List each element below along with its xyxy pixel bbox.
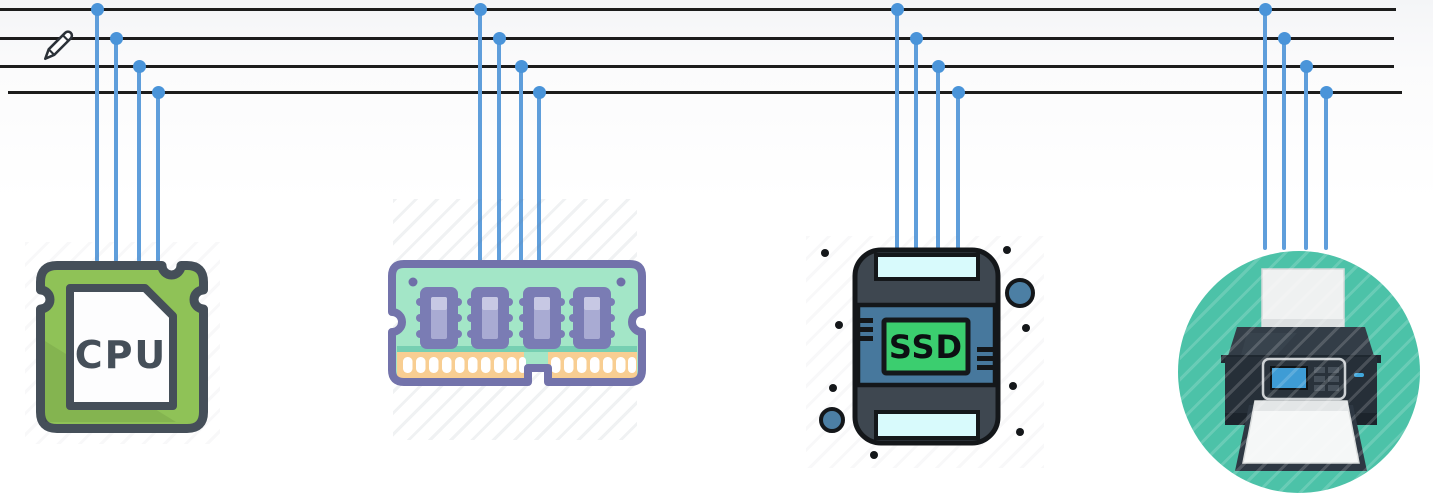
bus-junction-dot [90, 3, 104, 16]
bus-junction-dot [109, 32, 123, 45]
bus-connector-ssd-3 [936, 65, 940, 253]
bus-connector-printer-1 [1263, 8, 1267, 250]
ssd-label-plate [881, 317, 971, 376]
bus-junction-dot [951, 86, 965, 99]
bus-junction-dot [473, 3, 487, 16]
pencil-icon[interactable] [40, 28, 76, 64]
bus-line-4 [8, 91, 1402, 94]
bus-junction-dot [1299, 60, 1313, 73]
bus-junction-dot [514, 60, 528, 73]
bus-junction-dot [931, 60, 945, 73]
printer-screen [1270, 366, 1308, 390]
bus-connector-cpu-2 [114, 37, 118, 262]
bus-connector-cpu-4 [156, 91, 160, 262]
bus-connector-printer-3 [1304, 65, 1308, 250]
cpu-die [66, 284, 177, 410]
bus-junction-dot [909, 32, 923, 45]
bus-connector-ram-4 [537, 91, 541, 263]
bus-line-2 [0, 37, 1394, 40]
bus-junction-dot [890, 3, 904, 16]
bus-connector-printer-2 [1282, 37, 1286, 250]
bus-junction-dot [1319, 86, 1333, 99]
bus-line-3 [0, 65, 1394, 68]
bus-junction-dot [151, 86, 165, 99]
bus-connector-ram-2 [497, 37, 501, 263]
cpu-label: CPU [75, 333, 168, 377]
bus-connector-ram-3 [519, 65, 523, 263]
bus-connector-ssd-2 [914, 37, 918, 253]
ssd-top-cap [874, 253, 980, 281]
ram-chips [416, 287, 615, 349]
ram-border [388, 260, 646, 386]
ssd-decor-dots [821, 246, 1030, 459]
ssd-vent-lines [856, 318, 994, 370]
printer-led [1354, 373, 1364, 377]
cpu-chip-icon: CPU [36, 261, 208, 433]
bus-line-1 [0, 8, 1396, 11]
ram-pins [403, 357, 636, 373]
bus-connector-cpu-3 [137, 65, 141, 262]
printer-buttons [1314, 367, 1339, 391]
bus-junction-dot [532, 86, 546, 99]
bus-connector-ram-1 [478, 8, 482, 263]
printer-icon [1177, 247, 1421, 497]
bus-connector-ssd-4 [956, 91, 960, 253]
ram-module-icon [388, 260, 646, 386]
bus-connector-cpu-1 [95, 8, 99, 262]
bus-junction-dot [132, 60, 146, 73]
bus-connector-printer-4 [1324, 91, 1328, 250]
bus-junction-dot [1258, 3, 1272, 16]
ssd-drive-icon: SSD [815, 245, 1040, 465]
bus-junction-dot [1277, 32, 1291, 45]
ssd-bottom-cap [874, 410, 980, 440]
ssd-label: SSD [889, 328, 963, 366]
bus-junction-dot [492, 32, 506, 45]
bus-connector-ssd-1 [895, 8, 899, 253]
